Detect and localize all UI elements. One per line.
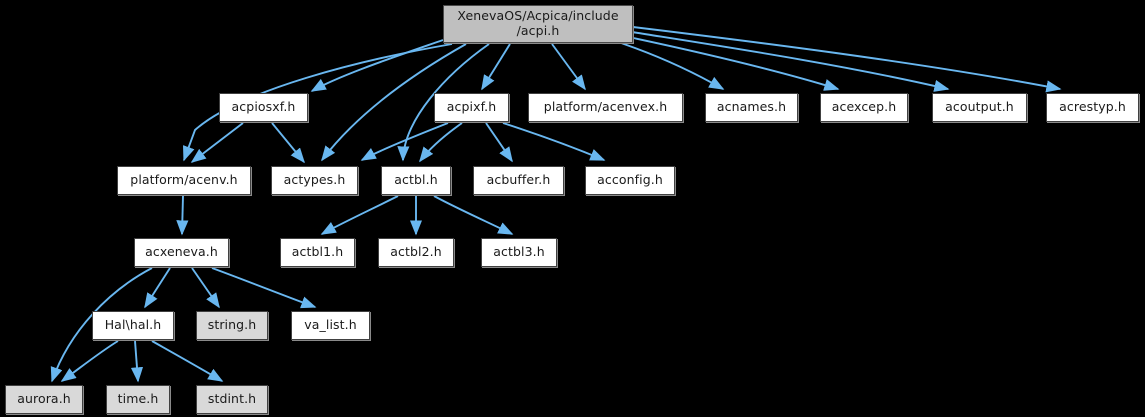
graph-edge-acxeneva-to-string [191,267,220,309]
graph-node-acbuffer[interactable]: acbuffer.h [473,166,564,195]
graph-node-actypes[interactable]: actypes.h [271,166,358,195]
graph-node-string[interactable]: string.h [196,311,268,340]
graph-edge-actbl-to-actbl3 [433,195,514,235]
graph-node-aurora[interactable]: aurora.h [5,385,83,414]
graph-node-acoutput[interactable]: acoutput.h [932,93,1027,122]
graph-node-actbl[interactable]: actbl.h [381,166,451,195]
graph-edge-acpiosxf-to-acenv [190,122,244,163]
graph-edge-root-to-acpixf [481,43,511,91]
graph-node-va_list[interactable]: va_list.h [291,311,370,340]
graph-node-stdint[interactable]: stdint.h [196,385,268,414]
graph-node-acnames[interactable]: acnames.h [705,93,798,122]
graph-node-root[interactable]: XenevaOS/Acpica/include /acpi.h [443,5,633,43]
graph-node-acpiosxf[interactable]: acpiosxf.h [219,93,308,122]
graph-edge-root-to-actbl [397,43,490,162]
graph-edge-hal-to-aurora [60,340,119,382]
graph-node-acrestyp[interactable]: acrestyp.h [1046,93,1139,122]
graph-edge-acpiosxf-to-actypes [271,122,305,164]
graph-node-acexcep[interactable]: acexcep.h [820,93,908,122]
graph-edge-root-to-acpiosxf [310,39,444,92]
graph-node-time[interactable]: time.h [106,385,170,414]
graph-edge-root-to-acenvex [551,43,586,91]
graph-edge-hal-to-stdint [151,340,224,382]
graph-edge-root-to-acexcep [623,35,840,91]
graph-node-acconfig[interactable]: acconfig.h [585,166,675,195]
graph-node-acpixf[interactable]: acpixf.h [434,93,509,122]
graph-edge-root-to-actypes [321,43,467,162]
graph-node-acxeneva[interactable]: acxeneva.h [134,238,229,267]
graph-edge-hal-to-time [130,340,144,383]
graph-edge-acenv-to-acxeneva [176,195,189,236]
graph-edge-acxeneva-to-va_list [211,267,317,309]
graph-node-acenvex[interactable]: platform/acenvex.h [528,93,683,122]
graph-edge-acpixf-to-acbuffer [485,122,513,163]
graph-edge-acpixf-to-actypes [360,122,449,161]
graph-node-actbl3[interactable]: actbl3.h [481,238,557,267]
graph-edge-acpixf-to-acconfig [502,122,606,161]
graph-node-acenv[interactable]: platform/acenv.h [117,166,251,195]
graph-node-actbl2[interactable]: actbl2.h [378,238,454,267]
graph-edge-root-to-acoutput [631,31,950,92]
graph-edge-actbl-to-actbl1 [320,195,399,235]
graph-edge-acpixf-to-actbl [419,122,463,163]
graph-node-hal[interactable]: Hal\hal.h [92,311,174,340]
graph-edge-root-to-acrestyp [632,26,1062,93]
graph-node-actbl1[interactable]: actbl1.h [280,238,355,267]
graph-edge-acxeneva-to-hal [144,267,171,309]
